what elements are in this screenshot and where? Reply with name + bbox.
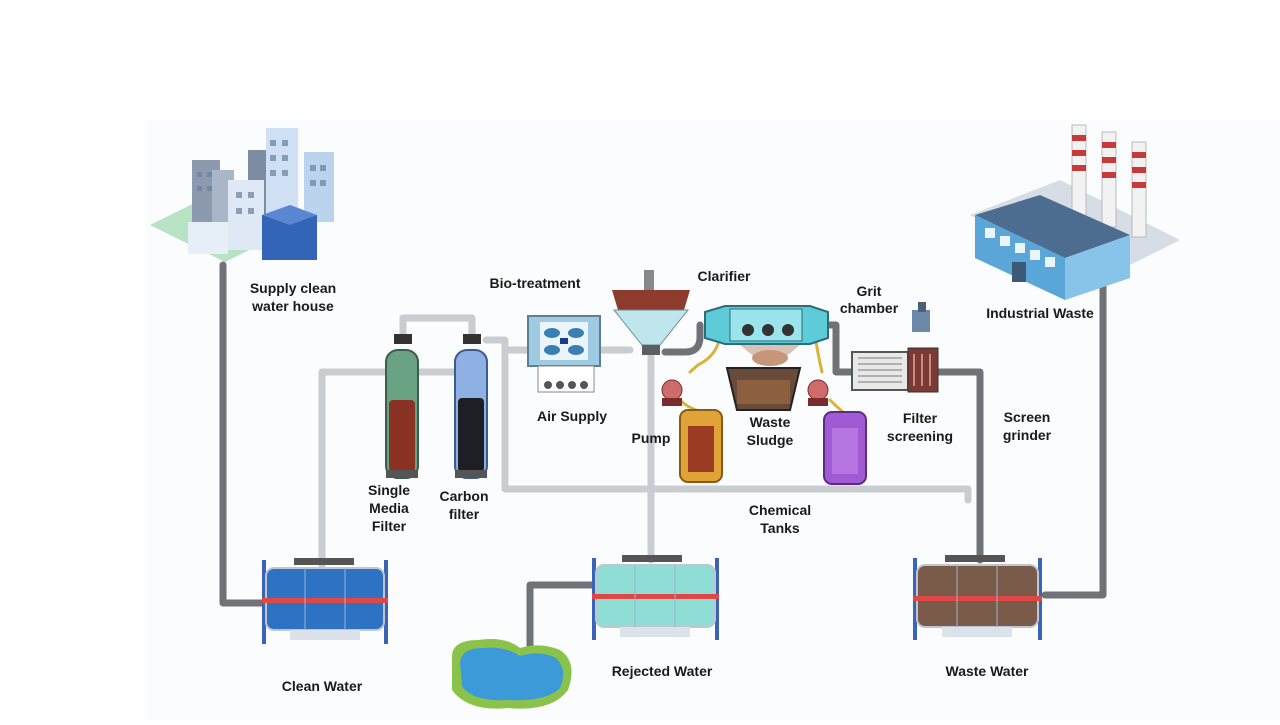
pump-right-icon [807, 379, 829, 406]
chemical-line-pipe [501, 346, 972, 504]
label-single-media-line3: Filter [372, 518, 407, 534]
label-supply-house-line1: Supply clean [250, 280, 336, 296]
filter-screening-icon [851, 302, 939, 393]
label-waste-sludge-line1: Waste [750, 414, 791, 430]
label-rejected-water: Rejected Water [612, 663, 713, 679]
diagram-labels: Supply clean water house Bio-treatment C… [250, 268, 1094, 694]
waste-water-tank-icon [913, 555, 1042, 640]
label-chemical-tanks-line1: Chemical [749, 502, 811, 518]
chemical-tank-orange-icon [679, 409, 723, 483]
label-screen-grinder-line1: Screen [1004, 409, 1051, 425]
grit-chamber-icon [704, 305, 829, 345]
label-bio-treatment: Bio-treatment [489, 275, 580, 291]
label-air-supply: Air Supply [537, 408, 607, 424]
pipes [219, 261, 1107, 654]
carbon-filter-icon [454, 334, 488, 479]
label-industrial-waste: Industrial Waste [986, 305, 1094, 321]
label-waste-water: Waste Water [946, 663, 1030, 679]
label-carbon-filter-line2: filter [449, 506, 480, 522]
label-pump: Pump [632, 430, 671, 446]
filter-link-pipe [399, 314, 476, 344]
label-single-media-line1: Single [368, 482, 410, 498]
clarifier-icon [612, 270, 690, 355]
single-media-filter-icon [385, 334, 419, 479]
bio-treatment-unit-icon [527, 315, 601, 393]
pond-outfall-pipe [526, 581, 599, 654]
label-clarifier: Clarifier [698, 268, 751, 284]
city-buildings-icon [150, 128, 334, 262]
clarifier-grit-pipe [661, 321, 704, 356]
label-grit-chamber-line2: chamber [840, 300, 899, 316]
chemical-tank-purple-icon [823, 411, 867, 485]
supply-pipe [219, 261, 269, 607]
factory-icon [970, 124, 1180, 300]
pond-icon [451, 639, 572, 709]
label-grit-chamber-line1: Grit [857, 283, 882, 299]
grit-screen-pipe [824, 321, 862, 376]
label-supply-house-line2: water house [251, 298, 334, 314]
clean-water-tank-icon [262, 558, 388, 644]
label-single-media-line2: Media [369, 500, 409, 516]
label-chemical-tanks-line2: Tanks [760, 520, 800, 536]
label-filter-screening-line2: screening [887, 428, 953, 444]
screen-waste-pipe [931, 368, 984, 564]
rejected-water-tank-icon [592, 555, 719, 640]
label-carbon-filter-line1: Carbon [440, 488, 489, 504]
industrial-pipe [1041, 281, 1107, 599]
label-screen-grinder-line2: grinder [1003, 427, 1052, 443]
label-waste-sludge-line2: Sludge [747, 432, 794, 448]
waste-sludge-icon [725, 345, 802, 411]
pump-left-icon [661, 379, 683, 406]
clean-water-return-pipe [318, 368, 392, 569]
label-filter-screening-line1: Filter [903, 410, 938, 426]
label-clean-water: Clean Water [282, 678, 363, 694]
